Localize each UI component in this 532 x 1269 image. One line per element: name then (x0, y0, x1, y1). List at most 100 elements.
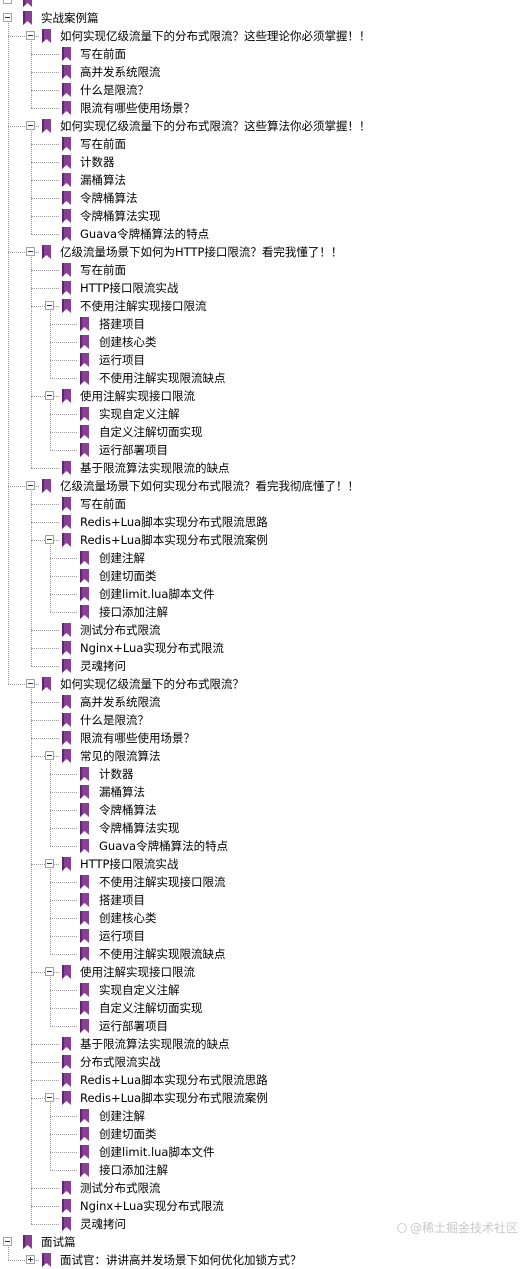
bookmark-item[interactable]: HTTP接口限流实战 (0, 855, 532, 873)
bookmark-item[interactable]: 令牌桶算法实现 (0, 819, 532, 837)
expand-toggle-icon[interactable] (26, 1255, 35, 1264)
tree-branch-line (50, 324, 77, 325)
bookmark-item[interactable]: 不使用注解实现接口限流 (0, 873, 532, 891)
collapse-toggle-icon[interactable] (45, 967, 54, 976)
bookmark-icon (80, 785, 89, 799)
bookmark-item[interactable]: 创建切面类 (0, 1125, 532, 1143)
bookmark-item[interactable]: 不使用注解实现接口限流 (0, 297, 532, 315)
bookmark-item[interactable]: Redis+Lua脚本实现分布式限流案例 (0, 1089, 532, 1107)
bookmark-item[interactable]: 实战案例篇 (0, 9, 532, 27)
collapse-toggle-icon[interactable] (3, 1237, 12, 1246)
bookmark-item[interactable]: Redis+Lua脚本实现分布式限流案例 (0, 531, 532, 549)
bookmark-item[interactable]: 运行部署项目 (0, 441, 532, 459)
bookmark-item[interactable]: 令牌桶算法 (0, 801, 532, 819)
bookmark-item[interactable]: 写在前面 (0, 261, 532, 279)
tree-guide-line (8, 1247, 9, 1260)
bookmark-item[interactable]: 高并发系统限流 (0, 693, 532, 711)
bookmark-item[interactable]: 灵魂拷问 (0, 657, 532, 675)
bookmark-item[interactable]: Nginx+Lua实现分布式限流 (0, 639, 532, 657)
bookmark-item[interactable]: 漏桶算法 (0, 783, 532, 801)
bookmark-item[interactable]: 什么是限流？ (0, 711, 532, 729)
bookmark-item[interactable]: 面试官：讲讲高并发场景下如何优化加锁方式？ (0, 1251, 532, 1269)
bookmark-item[interactable]: 运行部署项目 (0, 1017, 532, 1035)
bookmark-item[interactable]: 测试分布式限流 (0, 1179, 532, 1197)
collapse-toggle-icon[interactable] (45, 391, 54, 400)
bookmark-item[interactable]: 创建切面类 (0, 567, 532, 585)
bookmark-item[interactable]: 创建核心类 (0, 909, 532, 927)
bookmark-item[interactable]: 基于限流算法实现限流的缺点 (0, 1035, 532, 1053)
collapse-toggle-icon[interactable] (3, 0, 12, 4)
bookmark-item[interactable]: 高并发系统限流 (0, 63, 532, 81)
bookmark-item[interactable]: 实现自定义注解 (0, 405, 532, 423)
bookmark-item[interactable]: 什么是限流？ (0, 81, 532, 99)
bookmark-icon (62, 461, 71, 475)
bookmark-item[interactable]: 限流有哪些使用场景？ (0, 99, 532, 117)
collapse-toggle-icon[interactable] (26, 247, 35, 256)
collapse-toggle-icon[interactable] (26, 121, 35, 130)
bookmark-item[interactable]: 写在前面 (0, 135, 532, 153)
collapse-toggle-icon[interactable] (26, 679, 35, 688)
tree-branch-line (8, 486, 39, 487)
bookmark-item[interactable]: 运行项目 (0, 351, 532, 369)
bookmark-item[interactable]: 漏桶算法 (0, 171, 532, 189)
bookmark-item[interactable]: 令牌桶算法 (0, 189, 532, 207)
bookmark-item[interactable]: 不使用注解实现限流缺点 (0, 369, 532, 387)
bookmark-item[interactable] (0, 0, 532, 9)
tree-branch-line (31, 630, 59, 631)
collapse-toggle-icon[interactable] (45, 859, 54, 868)
bookmark-item[interactable]: 写在前面 (0, 45, 532, 63)
bookmark-item[interactable]: 如何实现亿级流量下的分布式限流？这些理论你必须掌握！！ (0, 27, 532, 45)
bookmark-label: 自定义注解切面实现 (99, 425, 203, 439)
bookmark-item[interactable]: 亿级流量场景下如何为HTTP接口限流？看完我懂了！！ (0, 243, 532, 261)
collapse-toggle-icon[interactable] (45, 301, 54, 310)
bookmark-label: HTTP接口限流实战 (80, 281, 179, 295)
bookmark-item[interactable]: 创建核心类 (0, 333, 532, 351)
bookmark-item[interactable]: 计数器 (0, 153, 532, 171)
bookmark-item[interactable]: 面试篇 (0, 1233, 532, 1251)
collapse-toggle-icon[interactable] (45, 535, 54, 544)
collapse-toggle-icon[interactable] (3, 13, 12, 22)
bookmark-item[interactable]: Nginx+Lua实现分布式限流 (0, 1197, 532, 1215)
bookmark-item[interactable]: 使用注解实现接口限流 (0, 963, 532, 981)
bookmark-item[interactable]: 基于限流算法实现限流的缺点 (0, 459, 532, 477)
collapse-toggle-icon[interactable] (45, 751, 54, 760)
bookmark-item[interactable]: 写在前面 (0, 495, 532, 513)
bookmark-item[interactable]: 如何实现亿级流量下的分布式限流？这些算法你必须掌握！！ (0, 117, 532, 135)
bookmark-label: 什么是限流？ (80, 83, 149, 97)
bookmark-item[interactable]: 分布式限流实战 (0, 1053, 532, 1071)
tree-branch-line (31, 1224, 59, 1225)
bookmark-item[interactable]: 如何实现亿级流量下的分布式限流？ (0, 675, 532, 693)
bookmark-item[interactable]: Guava令牌桶算法的特点 (0, 837, 532, 855)
bookmark-item[interactable]: 自定义注解切面实现 (0, 999, 532, 1017)
bookmark-item[interactable]: 不使用注解实现限流缺点 (0, 945, 532, 963)
bookmark-icon (62, 1181, 71, 1195)
bookmark-item[interactable]: 使用注解实现接口限流 (0, 387, 532, 405)
bookmark-item[interactable]: 创建注解 (0, 1107, 532, 1125)
bookmark-item[interactable]: 实现自定义注解 (0, 981, 532, 999)
bookmark-item[interactable]: 创建注解 (0, 549, 532, 567)
bookmark-item[interactable]: 计数器 (0, 765, 532, 783)
bookmark-item[interactable]: 搭建项目 (0, 315, 532, 333)
bookmark-item[interactable]: Redis+Lua脚本实现分布式限流思路 (0, 1071, 532, 1089)
bookmark-item[interactable]: 运行项目 (0, 927, 532, 945)
bookmark-item[interactable]: 灵魂拷问 (0, 1215, 532, 1233)
collapse-toggle-icon[interactable] (45, 1093, 54, 1102)
bookmark-item[interactable]: 亿级流量场景下如何实现分布式限流？看完我彻底懂了！！ (0, 477, 532, 495)
bookmark-item[interactable]: 创建limit.lua脚本文件 (0, 1143, 532, 1161)
bookmark-item[interactable]: 限流有哪些使用场景？ (0, 729, 532, 747)
bookmark-item[interactable]: 令牌桶算法实现 (0, 207, 532, 225)
bookmark-item[interactable]: 自定义注解切面实现 (0, 423, 532, 441)
bookmark-item[interactable]: 接口添加注解 (0, 603, 532, 621)
bookmark-item[interactable]: 创建limit.lua脚本文件 (0, 585, 532, 603)
tree-branch-line (31, 54, 59, 55)
tree-branch-line (31, 1044, 59, 1045)
bookmark-item[interactable]: HTTP接口限流实战 (0, 279, 532, 297)
bookmark-item[interactable]: Guava令牌桶算法的特点 (0, 225, 532, 243)
bookmark-item[interactable]: 测试分布式限流 (0, 621, 532, 639)
bookmark-item[interactable]: Redis+Lua脚本实现分布式限流思路 (0, 513, 532, 531)
bookmark-item[interactable]: 搭建项目 (0, 891, 532, 909)
collapse-toggle-icon[interactable] (26, 481, 35, 490)
collapse-toggle-icon[interactable] (26, 31, 35, 40)
bookmark-item[interactable]: 常见的限流算法 (0, 747, 532, 765)
bookmark-item[interactable]: 接口添加注解 (0, 1161, 532, 1179)
